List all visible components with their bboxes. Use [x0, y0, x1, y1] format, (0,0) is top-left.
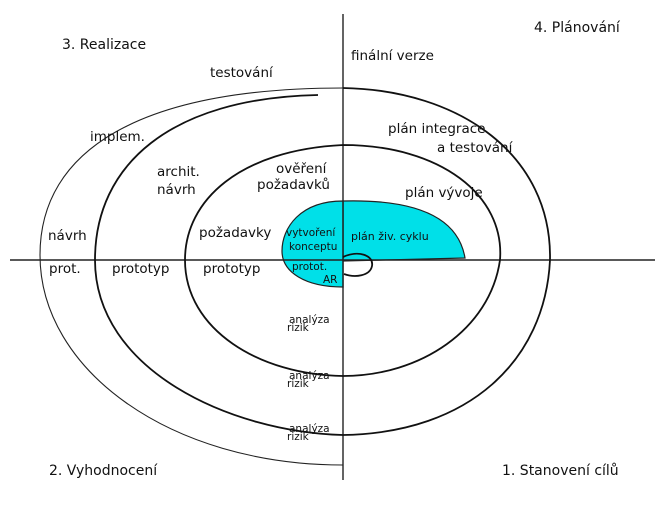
- label-vytvoreni-1: vytvoření: [286, 227, 336, 239]
- label-analyza-rizik-3a: analýza: [289, 423, 330, 435]
- label-analyza-rizik-1b: rizik: [287, 322, 310, 334]
- label-plan-vyvoje: plán vývoje: [405, 185, 483, 201]
- quadrant-1-label: 1. Stanovení cílů: [502, 463, 619, 479]
- quadrant-2-label: 2. Vyhodnocení: [49, 463, 158, 479]
- label-protot-ar-1: protot.: [292, 261, 327, 273]
- center-right-cyan: [342, 200, 466, 262]
- label-analyza-rizik-2b: rizik: [287, 378, 310, 390]
- spiral-loop-3: [94, 87, 551, 436]
- spiral-loop-outer: [39, 87, 344, 466]
- label-analyza-rizik-3b: rizik: [287, 431, 310, 443]
- spiral-inner-curl: [342, 252, 373, 277]
- label-vytvoreni-2: konceptu: [289, 241, 337, 253]
- label-prot: prot.: [49, 261, 81, 277]
- label-archit-2: návrh: [157, 182, 196, 198]
- label-plan-integrace-2: a testování: [437, 140, 514, 156]
- label-analyza-rizik-1a: analýza: [289, 314, 330, 326]
- quadrant-3-label: 3. Realizace: [62, 37, 146, 53]
- label-archit-1: archit.: [157, 164, 200, 180]
- label-overeni-2: požadavků: [257, 177, 330, 193]
- label-overeni-1: ověření: [276, 161, 328, 177]
- label-protot-ar-2: AR: [323, 274, 337, 286]
- label-plan-ziv-cyklu: plán živ. cyklu: [351, 230, 429, 243]
- label-finalni-verze: finální verze: [351, 48, 434, 64]
- label-navrh: návrh: [48, 228, 87, 244]
- label-analyza-rizik-2a: analýza: [289, 370, 330, 382]
- center-left-cyan-shape: [281, 200, 344, 288]
- label-plan-integrace-1: plán integrace: [388, 121, 485, 137]
- label-pozadavky: požadavky: [199, 225, 271, 241]
- label-prototyp-outer: prototyp: [112, 261, 170, 277]
- quadrant-4-label: 4. Plánování: [534, 20, 621, 36]
- label-testovani: testování: [210, 65, 274, 81]
- label-implem: implem.: [90, 129, 145, 145]
- label-prototyp-inner: prototyp: [203, 261, 261, 277]
- spiral-loop-2: [184, 144, 502, 377]
